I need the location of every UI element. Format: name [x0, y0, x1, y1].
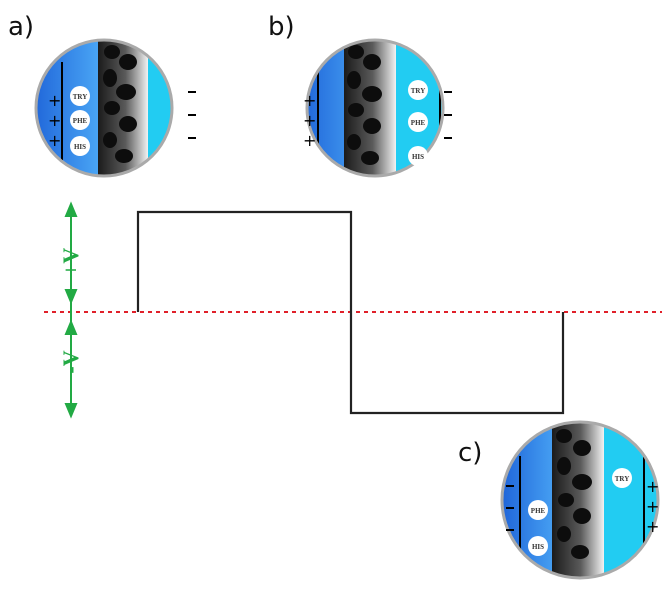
ion-c-2: PHE — [531, 507, 546, 515]
ion-a-1: TRY — [73, 93, 88, 101]
svg-text:+: + — [646, 477, 659, 496]
svg-text:+: + — [48, 91, 61, 110]
ion-b-2: PHE — [411, 119, 426, 127]
panel-a-ions — [70, 86, 90, 156]
membrane-pores — [103, 45, 137, 163]
panel-a-signs: +++ — [48, 91, 196, 150]
svg-text:+: + — [48, 131, 61, 150]
voltage-arrows — [64, 201, 78, 419]
svg-text:+: + — [646, 517, 659, 536]
svg-text:+: + — [303, 131, 316, 150]
negative-voltage-label: -V — [58, 350, 83, 373]
ion-c-1: TRY — [615, 475, 630, 483]
panel-b-ions — [408, 80, 428, 166]
panel-c-border — [500, 420, 660, 580]
svg-text:+: + — [303, 91, 316, 110]
ion-a-3: HIS — [74, 143, 86, 151]
ion-a-2: PHE — [73, 117, 88, 125]
panel-label-c: c) — [458, 438, 483, 468]
membrane-pores-c — [556, 429, 592, 559]
panel-c-ions — [528, 468, 632, 556]
square-waveform — [136, 210, 565, 415]
membrane-pores-b — [347, 45, 382, 165]
ion-c-3: HIS — [532, 543, 544, 551]
panel-label-b: b) — [268, 12, 295, 42]
ion-b-3: HIS — [412, 153, 424, 161]
svg-text:+: + — [303, 111, 316, 130]
svg-text:+: + — [48, 111, 61, 130]
positive-voltage-label: +V — [58, 248, 83, 277]
svg-text:+: + — [646, 497, 659, 516]
panel-c-signs: +++ — [506, 477, 659, 536]
panel-label-a: a) — [8, 12, 35, 42]
panel-b-border — [305, 38, 445, 178]
panel-a-border — [34, 38, 174, 178]
ion-b-1: TRY — [411, 87, 426, 95]
panel-b-signs: +++ — [303, 91, 452, 150]
